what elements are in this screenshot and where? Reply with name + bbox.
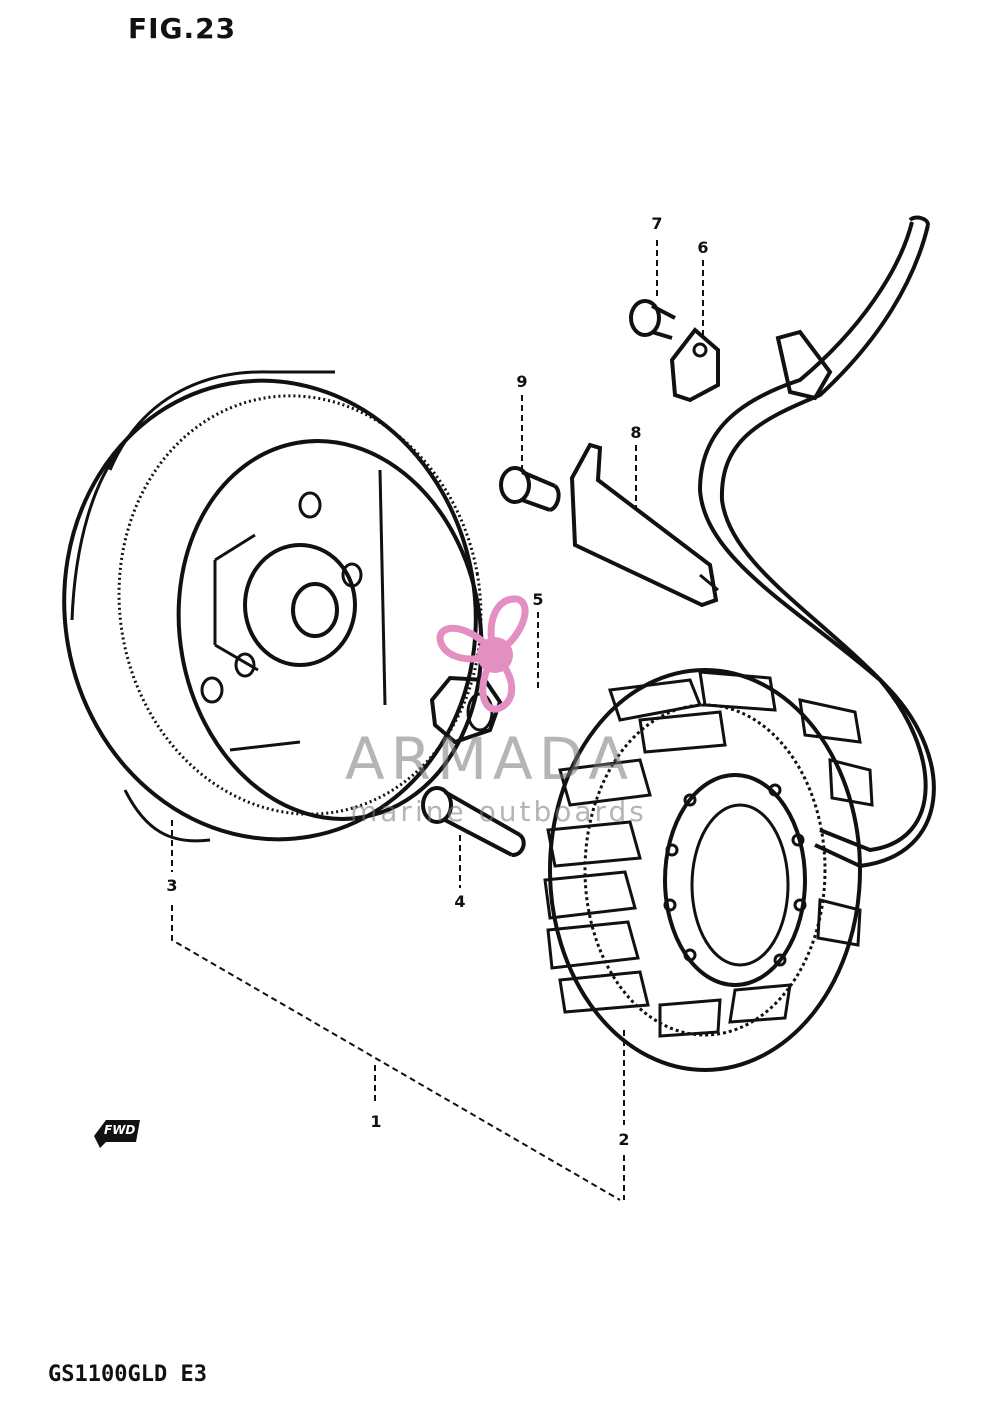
direction-label: FWD [104, 1123, 136, 1137]
watermark-tagline: marine outboards [350, 795, 647, 828]
callout-7: 7 [651, 214, 663, 233]
callout-6: 6 [697, 238, 709, 257]
callout-5: 5 [532, 590, 544, 609]
callout-3: 3 [166, 876, 178, 895]
clamp-screw [499, 466, 561, 512]
lead-wire-clamp-plate [569, 442, 719, 608]
callout-leaders [171, 240, 704, 1201]
figure-title: FIG.23 [128, 12, 237, 45]
wire-guide-clamp [669, 327, 720, 403]
callout-9: 9 [516, 372, 528, 391]
rotor-bolt [421, 786, 526, 857]
forward-arrow-icon [94, 1120, 140, 1148]
callout-2: 2 [618, 1130, 630, 1149]
guide-screw [629, 299, 676, 340]
rotor-flywheel [62, 370, 484, 843]
callout-1: 1 [370, 1112, 382, 1131]
propeller-logo-icon [436, 595, 529, 713]
watermark-brand: ARMADA [345, 725, 635, 793]
callout-8: 8 [630, 423, 642, 442]
stator-assembly [543, 668, 874, 1072]
stator-lead-wire [697, 215, 936, 869]
model-code: GS1100GLD E3 [48, 1362, 207, 1387]
callout-4: 4 [454, 892, 466, 911]
